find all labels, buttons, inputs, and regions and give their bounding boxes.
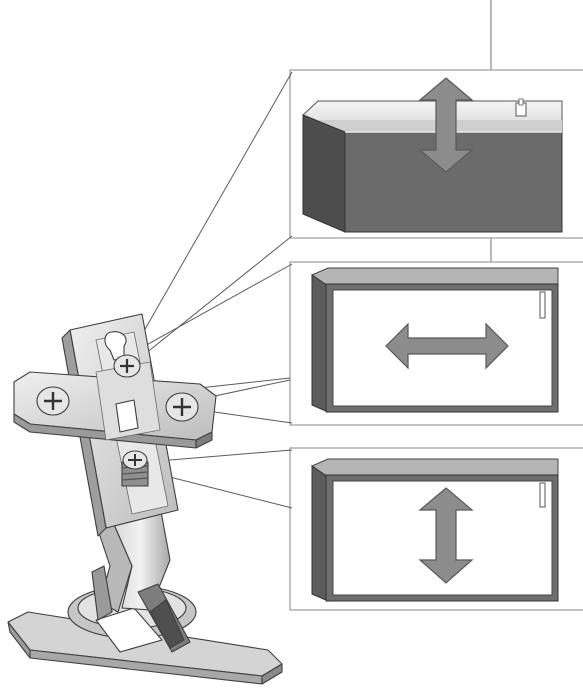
hinge-mounting-plate xyxy=(13,361,217,449)
double-arrow-horizontal-icon xyxy=(385,322,509,370)
panel-depth-adjustment xyxy=(289,447,583,611)
cabinet-top-view xyxy=(302,98,563,233)
right-screw-icon xyxy=(165,392,199,422)
door-handle-mark xyxy=(539,291,546,319)
panel-height-adjustment xyxy=(289,69,583,239)
left-screw-icon xyxy=(36,386,70,416)
cabinet-front-view xyxy=(310,458,559,602)
hinge-arm xyxy=(91,505,191,653)
door-handle-mark xyxy=(539,482,546,508)
top-screw-icon xyxy=(113,354,141,378)
depth-screw-icon xyxy=(121,450,149,487)
double-arrow-vertical-icon xyxy=(418,77,474,173)
panel-side-adjustment xyxy=(289,261,583,426)
cabinet-hinge xyxy=(7,313,283,685)
double-arrow-vertical-icon xyxy=(418,487,474,584)
